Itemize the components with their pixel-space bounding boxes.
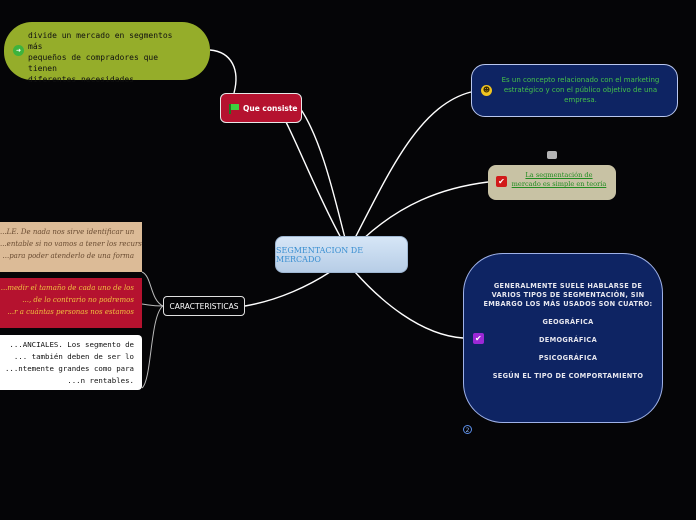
- link-caract-medible: [141, 271, 164, 307]
- node-caract-sustancial[interactable]: ...ANCIALES. Los segmento de ... también…: [0, 335, 142, 390]
- tipo-demografica: DEMOGRÁFICA: [539, 336, 597, 344]
- link-center-que-consiste-2: [299, 107, 346, 239]
- node-caract-rentable[interactable]: ...LE. De nada nos sirve identificar un …: [0, 222, 142, 272]
- node-simple-en-teoria[interactable]: ✔ La segmentación de mercado es simple e…: [488, 165, 616, 200]
- tipo-psicografica: PSICOGRÁFICA: [538, 354, 598, 362]
- caract-rentable-line-1: ...LE. De nada nos sirve identificar un: [0, 228, 135, 236]
- flag-icon: [229, 103, 239, 114]
- concepto-text: Es un concepto relacionado con el market…: [501, 76, 660, 104]
- node-caract-medible[interactable]: ...medir el tamaño de cada uno de los ..…: [0, 278, 142, 328]
- smile-icon: ☻: [481, 85, 492, 96]
- caract-medible-line-3: ...r a cuántas personas nos estamos: [7, 308, 134, 316]
- collapsed-count-badge[interactable]: 2: [463, 425, 472, 434]
- caract-rentable-line-2: ...entable si no vamos a tener los recur…: [0, 240, 142, 248]
- caract-sustancial-line-3: ...ntemente grandes como para: [4, 364, 134, 373]
- link-que-consiste-divide: [209, 49, 237, 94]
- check-purple-icon: ✔: [473, 333, 484, 344]
- divide-line-1: divide un mercado en segmentos más: [28, 31, 173, 51]
- caract-rentable-line-3: ...para poder atenderlo de una forma: [2, 252, 134, 260]
- link-center-general: [354, 271, 464, 339]
- divide-line-3: diferentes necesidades: [28, 75, 134, 84]
- link-center-concepto: [354, 91, 472, 239]
- caract-medible-line-2: ..., de lo contrario no podremos: [22, 296, 134, 304]
- check-red-icon: ✔: [496, 176, 507, 187]
- divide-line-2: pequeños de compradores que tienen: [28, 53, 159, 73]
- simple-line-2: mercado es simple en teoría: [511, 180, 607, 188]
- central-topic-label: SEGMENTACION DE MERCADO: [276, 245, 364, 264]
- caract-medible-line-1: ...medir el tamaño de cada uno de los: [0, 284, 134, 292]
- link-caract-sustancial: [141, 305, 164, 389]
- link-center-simple: [362, 181, 489, 240]
- simple-line-1: La segmentación de: [525, 171, 593, 179]
- tipo-geografica: GEOGRÁFICA: [542, 318, 594, 326]
- link-center-que-consiste: [285, 121, 342, 239]
- node-tipos-segmentacion[interactable]: ✔ GENERALMENTE SUELE HABLARSE DE VARIOS …: [463, 253, 663, 423]
- node-concepto[interactable]: ☻ Es un concepto relacionado con el mark…: [471, 64, 678, 117]
- caracteristicas-label: CARACTERISTICAS: [169, 301, 239, 311]
- caract-sustancial-line-2: ... también deben de ser lo: [13, 352, 134, 361]
- node-divide-mercado[interactable]: ➜ divide un mercado en segmentos más peq…: [4, 22, 210, 84]
- tipo-comportamiento: SEGÚN EL TIPO DE COMPORTAMIENTO: [492, 372, 644, 380]
- que-consiste-label: Que consiste: [243, 103, 298, 113]
- node-que-consiste[interactable]: Que consiste: [220, 93, 302, 123]
- caract-sustancial-line-4: ...n rentables.: [67, 376, 134, 385]
- link-center-caracteristicas: [244, 271, 331, 307]
- tipos-intro: GENERALMENTE SUELE HABLARSE DE VARIOS TI…: [483, 282, 653, 308]
- link-caract-medir: [141, 303, 164, 307]
- caract-sustancial-line-1: ...ANCIALES. Los segmento de: [9, 340, 134, 349]
- arrow-icon: ➜: [13, 45, 24, 56]
- note-icon[interactable]: [547, 151, 557, 159]
- node-caracteristicas[interactable]: CARACTERISTICAS: [163, 296, 245, 316]
- central-topic[interactable]: SEGMENTACION DE MERCADO: [275, 236, 408, 273]
